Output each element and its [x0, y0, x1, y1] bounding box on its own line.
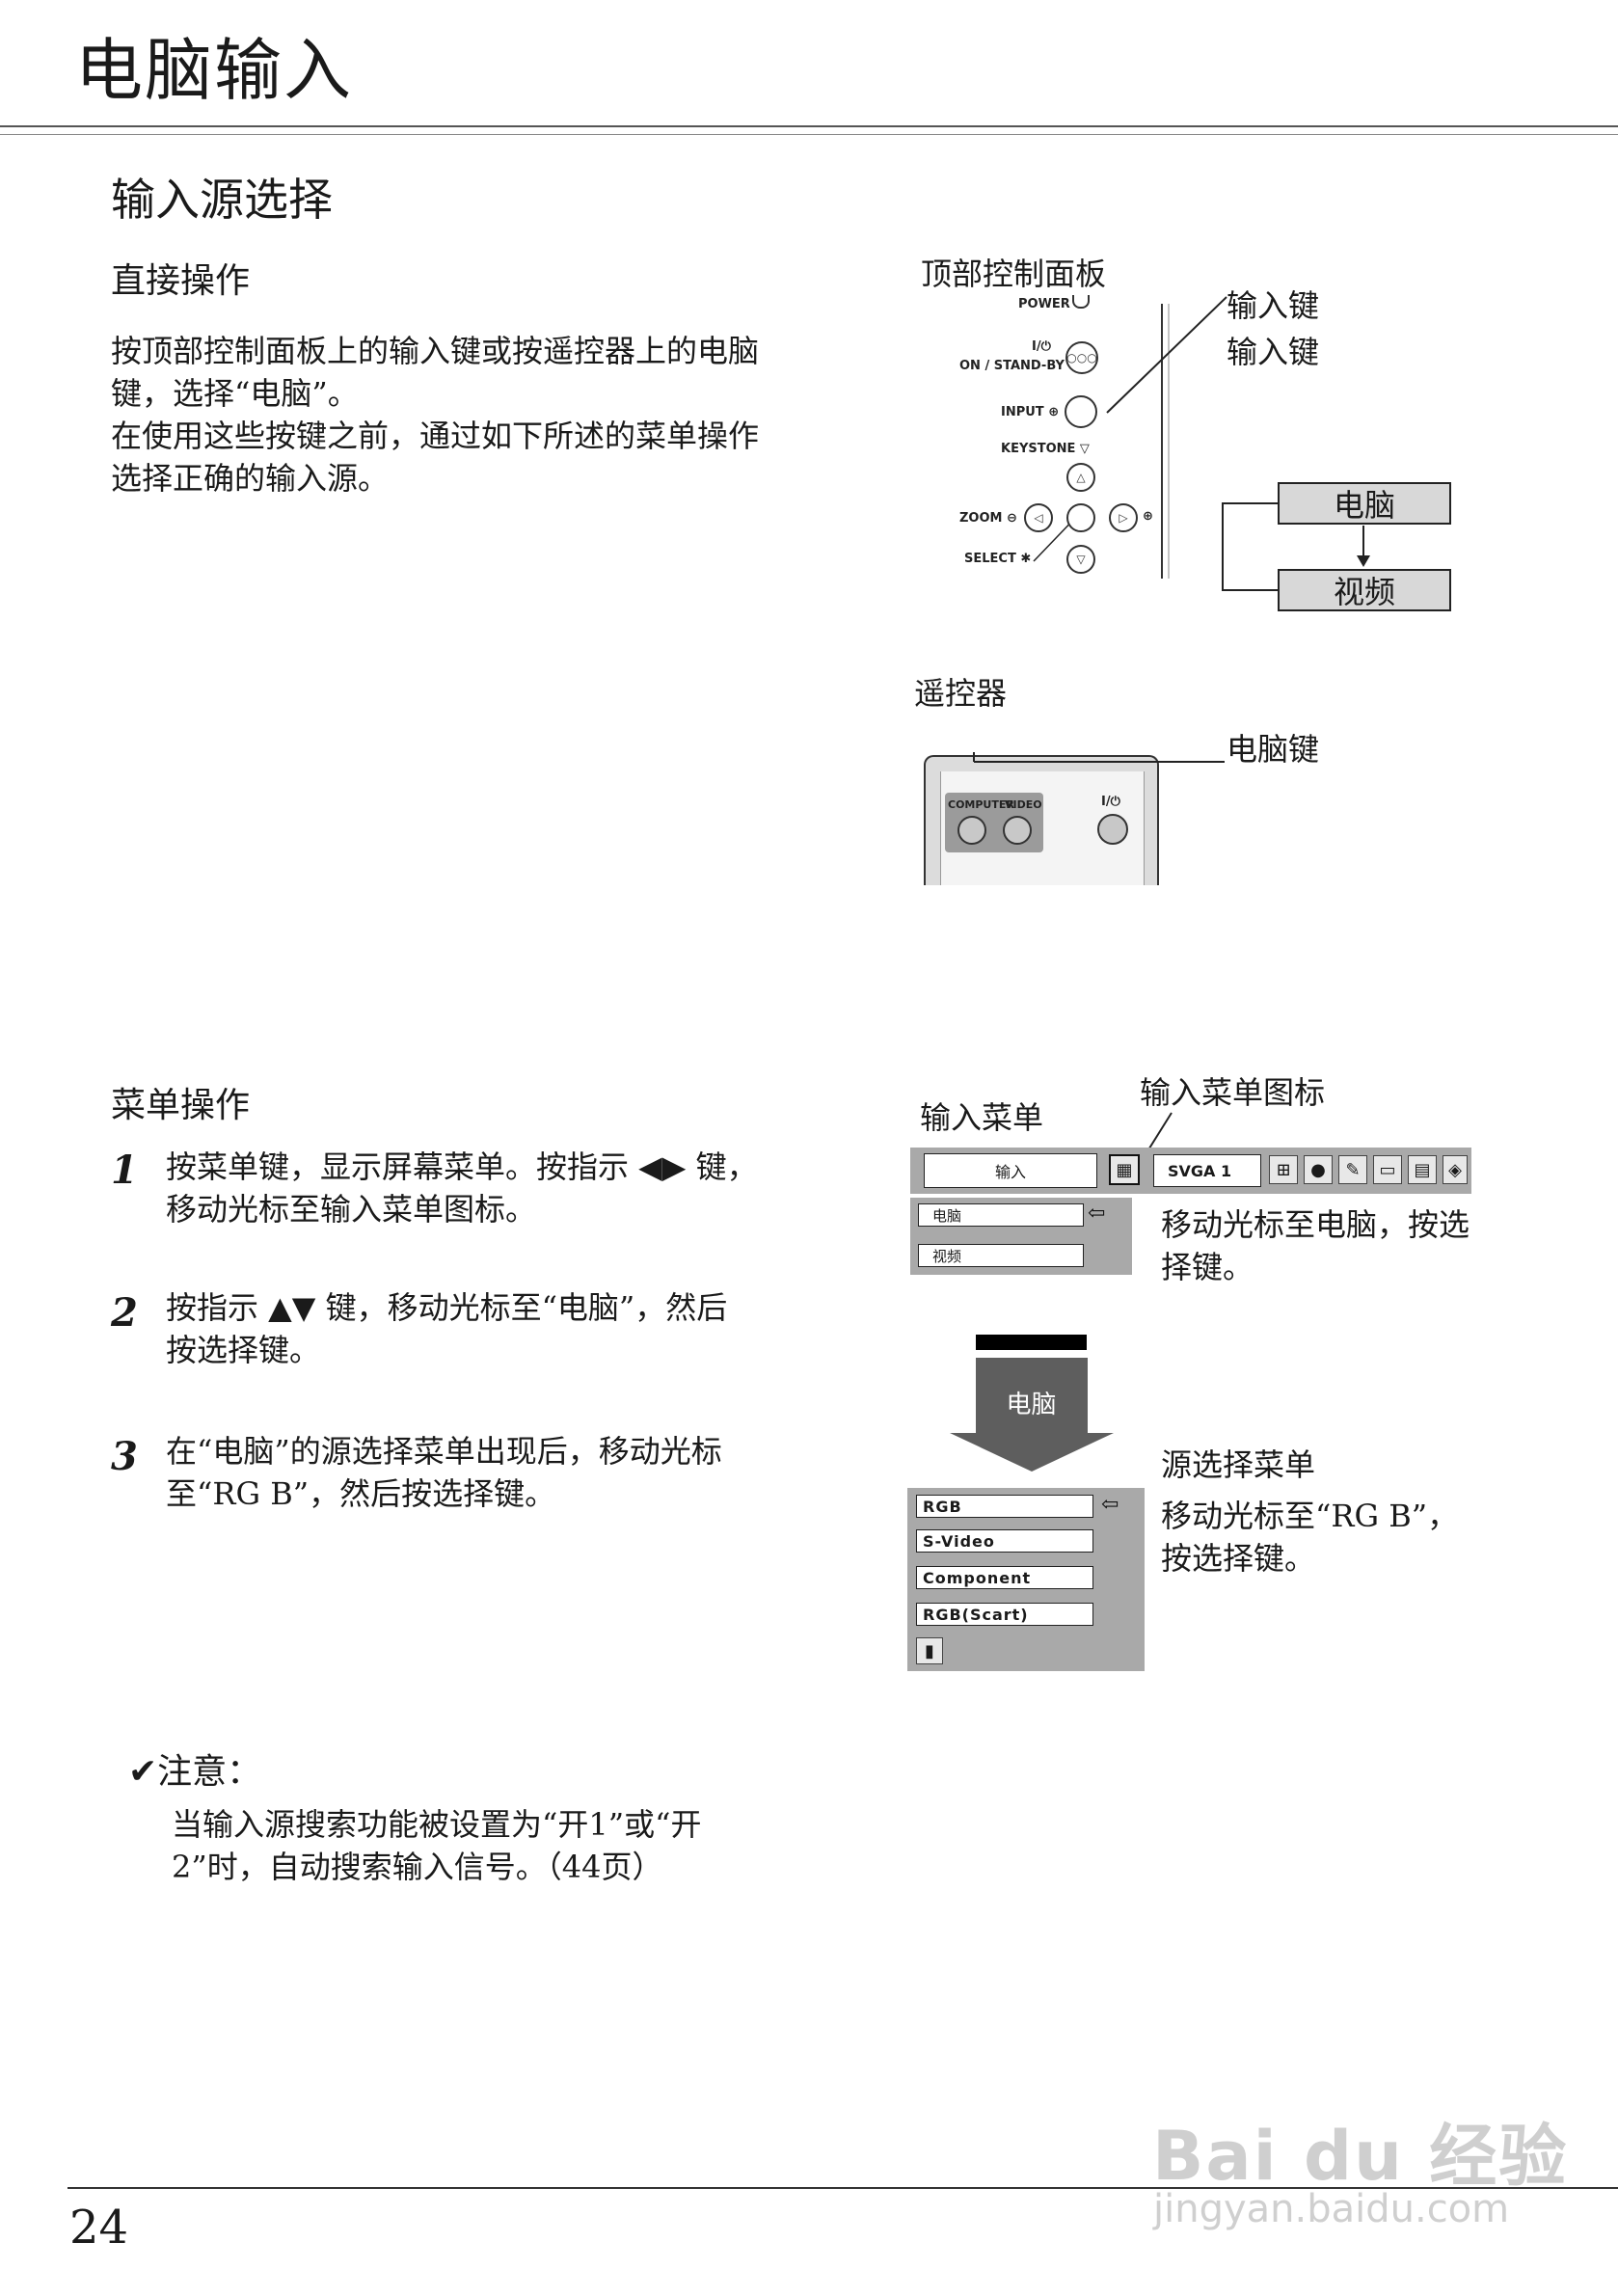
submenu-item-computer[interactable]: 电脑 [918, 1203, 1084, 1227]
panel-callout-input-key-2: 输入键 [1227, 334, 1320, 370]
source-menu-title: 源选择菜单 [1161, 1446, 1316, 1483]
cursor-arrow-icon: ⇦ [1088, 1202, 1106, 1226]
step-line: 按选择键。 [166, 1332, 321, 1368]
panel-callout-input-key: 输入键 [1227, 287, 1320, 324]
power-label: POWER [1018, 297, 1070, 311]
select-label: SELECT ✱ [964, 552, 1032, 566]
remote-computer-button[interactable] [957, 816, 986, 845]
step-2-number: 2 [111, 1290, 138, 1336]
setting-icon[interactable]: ▤ [1408, 1155, 1437, 1184]
power-indicator-icon [1072, 295, 1090, 309]
screen-icon[interactable]: ▭ [1373, 1155, 1402, 1184]
remote-video-button[interactable] [1003, 816, 1032, 845]
position-icon[interactable]: ✎ [1338, 1155, 1367, 1184]
source-cursor-arrow-icon: ⇦ [1101, 1493, 1119, 1517]
remote-callout-line [973, 752, 1225, 763]
input-menu-note: 移动光标至电脑，按选 择键。 [1161, 1203, 1489, 1288]
zoom-label: ZOOM ⊖ [959, 511, 1017, 526]
standby-label: ON / STAND-BY [959, 359, 1065, 373]
input-button[interactable] [1065, 395, 1097, 428]
cycle-box-computer: 电脑 [1278, 482, 1451, 525]
remote-video-label: VIDEO [1005, 798, 1042, 811]
page-number: 24 [69, 2201, 129, 2255]
watermark-url: jingyan.baidu.com [1153, 2187, 1510, 2231]
image-adjust-icon[interactable]: ⊞ [1269, 1155, 1298, 1184]
source-item-rgb-scart[interactable]: RGB(Scart) [916, 1603, 1093, 1626]
watermark-brand: Bai du 经验 [1152, 2117, 1569, 2196]
note-line: 当输入源搜索功能被设置为“开1”或“开 [172, 1806, 702, 1843]
note-line: 择键。 [1161, 1249, 1254, 1285]
step-3-text: 在“电脑”的源选择菜单出现后，移动光标 至“RG B”，然后按选择键。 [166, 1430, 850, 1515]
source-menu-note: 移动光标至“RG B”， 按选择键。 [1161, 1495, 1489, 1580]
note-line: 移动光标至“RG B”， [1161, 1498, 1459, 1534]
remote-computer-label: COMPUTER [948, 798, 1014, 811]
right-button[interactable]: ▷ [1109, 503, 1138, 532]
signal-field: SVGA 1 [1153, 1154, 1261, 1187]
note-line: 移动光标至电脑，按选 [1161, 1206, 1470, 1243]
remote-callout-computer-key: 电脑键 [1227, 731, 1320, 768]
source-item-component[interactable]: Component [916, 1566, 1093, 1589]
down-arrow-graphic [950, 1358, 1114, 1472]
source-item-s-video[interactable]: S-Video [916, 1529, 1093, 1553]
note-heading: ✔注意： [128, 1752, 262, 1792]
select-button[interactable] [1066, 503, 1095, 532]
on-standby-button[interactable]: ○○○ [1065, 341, 1098, 374]
standby-icon-label: I/⏻ [1032, 339, 1051, 354]
input-menu-field: 输入 [924, 1153, 1097, 1188]
step-1-number: 1 [111, 1148, 138, 1193]
keystone-label: KEYSTONE ▽ [1001, 442, 1090, 456]
submenu-item-video[interactable]: 视频 [918, 1244, 1084, 1267]
step-line: 在“电脑”的源选择菜单出现后，移动光标 [166, 1433, 722, 1470]
direct-line: 在使用这些按键之前，通过如下所述的菜单操作 [111, 418, 760, 454]
input-menu-icon-label: 输入菜单图标 [1140, 1074, 1326, 1111]
section-title: 输入源选择 [111, 174, 333, 226]
input-menu-icon[interactable]: ▦ [1109, 1154, 1140, 1185]
note-text: 当输入源搜索功能被设置为“开1”或“开 2”时，自动搜索输入信号。（44页） [172, 1803, 856, 1888]
panel-title: 顶部控制面板 [921, 256, 1107, 292]
arrow-label: 电脑 [1006, 1391, 1057, 1419]
arrow-bar [976, 1335, 1087, 1350]
direct-operation-text: 按顶部控制面板上的输入键或按遥控器上的电脑 键，选择“电脑”。 在使用这些按键之… [111, 330, 853, 500]
title-rule [0, 125, 1618, 135]
source-item-rgb[interactable]: RGB [916, 1495, 1093, 1518]
menu-operation-heading: 菜单操作 [111, 1086, 251, 1125]
info-icon[interactable]: ◈ [1443, 1155, 1468, 1184]
direct-line: 键，选择“电脑”。 [111, 375, 359, 412]
step-line: 按指示 ▲▼ 键，移动光标至“电脑”，然后 [166, 1289, 728, 1326]
note-line: 2”时，自动搜索输入信号。（44页） [172, 1849, 663, 1885]
step-3-number: 3 [111, 1434, 138, 1479]
note-line: 按选择键。 [1161, 1540, 1316, 1577]
direct-line: 按顶部控制面板上的输入键或按遥控器上的电脑 [111, 333, 760, 369]
exit-icon[interactable]: ▮ [916, 1637, 943, 1664]
down-button[interactable]: ▽ [1066, 545, 1095, 574]
step-line: 按菜单键，显示屏幕菜单。按指示 ◀▶ 键， [166, 1148, 758, 1185]
remote-power-label: I/⏻ [1101, 795, 1120, 809]
remote-power-button[interactable] [1097, 814, 1128, 845]
up-button[interactable]: △ [1066, 463, 1095, 492]
left-button[interactable]: ◁ [1024, 503, 1053, 532]
step-line: 移动光标至输入菜单图标。 [166, 1191, 537, 1228]
color-icon[interactable]: ● [1304, 1155, 1333, 1184]
step-2-text: 按指示 ▲▼ 键，移动光标至“电脑”，然后 按选择键。 [166, 1286, 850, 1371]
input-label: INPUT ⊕ [1001, 405, 1060, 419]
cycle-box-video: 视频 [1278, 569, 1451, 611]
direct-operation-heading: 直接操作 [111, 261, 251, 301]
page-title: 电脑输入 [75, 31, 353, 110]
zoom-plus-icon: ⊕ [1143, 509, 1153, 524]
direct-line: 选择正确的输入源。 [111, 460, 390, 497]
footer-rule [67, 2187, 1618, 2189]
step-1-text: 按菜单键，显示屏幕菜单。按指示 ◀▶ 键， 移动光标至输入菜单图标。 [166, 1146, 850, 1230]
input-menu-title: 输入菜单 [920, 1099, 1044, 1136]
step-line: 至“RG B”，然后按选择键。 [166, 1475, 556, 1512]
remote-title: 遥控器 [914, 675, 1008, 712]
